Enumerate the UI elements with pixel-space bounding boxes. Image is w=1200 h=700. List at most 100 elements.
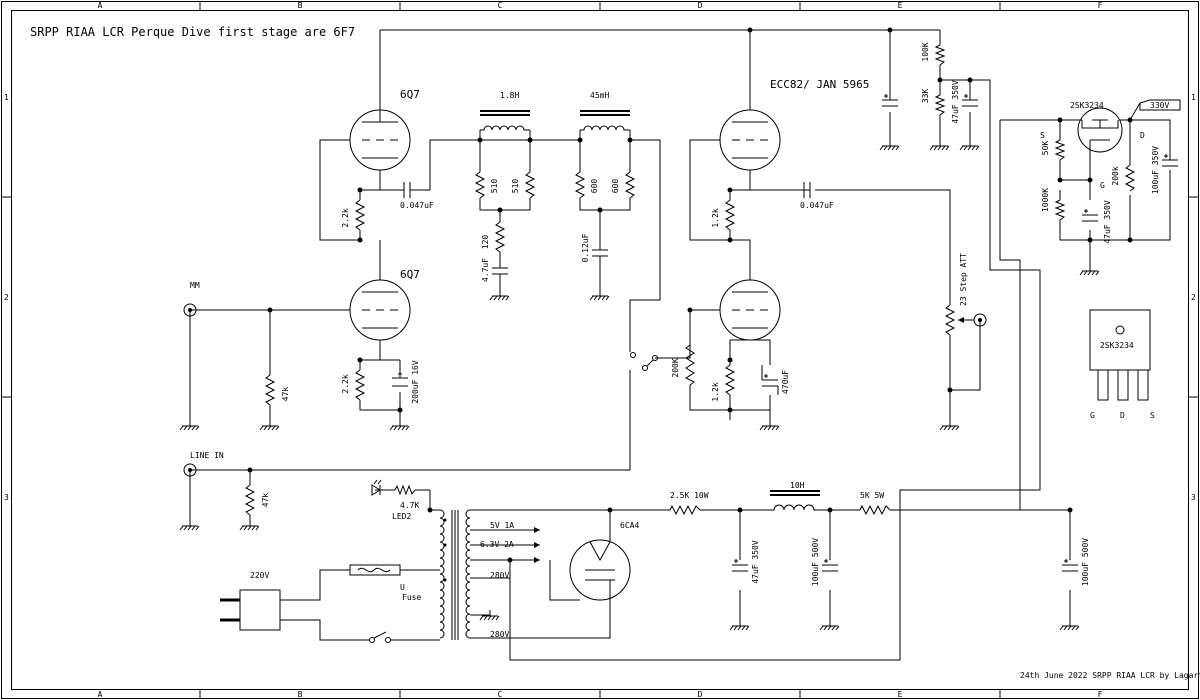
svg-text:MM: MM	[190, 281, 200, 290]
svg-text:0.12uF: 0.12uF	[581, 233, 590, 262]
svg-text:0.047uF: 0.047uF	[800, 201, 834, 210]
svg-text:Fuse: Fuse	[402, 593, 421, 602]
svg-text:50K: 50K	[1041, 141, 1050, 156]
svg-text:2.2k: 2.2k	[341, 208, 350, 227]
svg-text:2SK3234: 2SK3234	[1070, 101, 1104, 110]
svg-text:6.3V 2A: 6.3V 2A	[480, 540, 514, 549]
svg-text:1: 1	[1191, 93, 1196, 102]
svg-text:S: S	[1150, 411, 1155, 420]
svg-text:200uF 16V: 200uF 16V	[411, 360, 420, 404]
svg-text:F: F	[1098, 1, 1103, 10]
tube-v3: ECC82/ JAN 5965	[719, 78, 869, 171]
svg-text:100uF 350V: 100uF 350V	[1151, 146, 1160, 194]
svg-text:100uF 500V: 100uF 500V	[1081, 538, 1090, 586]
mains-plug: 220V	[220, 571, 281, 631]
svg-text:B: B	[298, 1, 303, 10]
svg-text:G: G	[1100, 181, 1105, 190]
wiring	[189, 29, 1171, 661]
capacitors	[392, 94, 1178, 572]
svg-text:47k: 47k	[261, 493, 270, 508]
svg-text:ECC82/ JAN 5965: ECC82/ JAN 5965	[770, 78, 869, 91]
svg-text:120: 120	[481, 235, 490, 250]
svg-text:100uF 500V: 100uF 500V	[811, 538, 820, 586]
border-labels: A B C D E F A B C D E F 1 2 3 1 2 3	[4, 1, 1196, 699]
svg-text:C: C	[498, 1, 503, 10]
svg-text:45mH: 45mH	[590, 91, 609, 100]
tube-v2: 6Q7	[349, 268, 420, 341]
svg-text:1.2k: 1.2k	[711, 382, 720, 401]
svg-text:5V 1A: 5V 1A	[490, 521, 514, 530]
svg-text:47uF 350V: 47uF 350V	[1103, 200, 1112, 244]
svg-text:4.7uF: 4.7uF	[481, 258, 490, 282]
svg-text:5K 5W: 5K 5W	[860, 491, 884, 500]
ground-leads	[729, 390, 951, 420]
svg-text:280V: 280V	[490, 630, 509, 639]
svg-text:4.7K: 4.7K	[400, 501, 419, 510]
mosfet-regulator: 2SK3234 S D G	[1040, 101, 1145, 190]
svg-text:6Q7: 6Q7	[400, 268, 420, 281]
svg-text:600: 600	[590, 179, 599, 194]
svg-text:F: F	[1098, 690, 1103, 699]
svg-text:D: D	[1120, 411, 1125, 420]
svg-text:1.8H: 1.8H	[500, 91, 519, 100]
svg-text:LINE IN: LINE IN	[190, 451, 224, 460]
svg-text:280V: 280V	[490, 571, 509, 580]
junction-dots	[247, 27, 1133, 582]
inductor-1-8h: 1.8H	[479, 91, 531, 140]
svg-text:A: A	[98, 1, 103, 10]
resistors	[244, 44, 1136, 516]
choke-10h: 10H	[770, 481, 820, 511]
mm-input-jack: MM	[183, 281, 200, 317]
svg-text:2.5K 10W: 2.5K 10W	[670, 491, 709, 500]
svg-text:220V: 220V	[250, 571, 269, 580]
power-led: 4.7K LED2	[371, 479, 419, 521]
power-switch	[369, 631, 391, 643]
svg-text:33K: 33K	[921, 89, 930, 104]
svg-text:100K: 100K	[921, 42, 930, 61]
stepped-attenuator: 23 Step ATT	[944, 253, 974, 336]
svg-text:510: 510	[511, 179, 520, 194]
svg-text:E: E	[898, 1, 903, 10]
component-labels: 0.047uF 0.047uF 2.2k 47k 2.2k 200uF 16V …	[261, 42, 1160, 586]
svg-text:D: D	[698, 690, 703, 699]
inductor-45mh: 45mH	[579, 91, 631, 140]
voltage-tag-330v: 330V	[1139, 99, 1181, 111]
svg-text:6CA4: 6CA4	[620, 521, 639, 530]
input-selector-switch	[630, 352, 658, 371]
svg-text:47uF 350V: 47uF 350V	[751, 540, 760, 584]
svg-text:47k: 47k	[281, 387, 290, 402]
svg-text:C: C	[498, 690, 503, 699]
svg-text:470uF: 470uF	[781, 370, 790, 394]
svg-text:2: 2	[1191, 293, 1196, 302]
svg-text:510: 510	[490, 179, 499, 194]
tube-v1: 6Q7	[349, 88, 420, 171]
svg-text:1000K: 1000K	[1041, 188, 1050, 212]
svg-text:D: D	[1140, 131, 1145, 140]
svg-text:B: B	[298, 690, 303, 699]
mosfet-package: 2SK3234 G D S	[1089, 309, 1155, 420]
svg-text:200K: 200K	[671, 358, 680, 377]
svg-text:3: 3	[1191, 493, 1196, 502]
schematic-footer: 24th June 2022 SRPP RIAA LCR by Lagarto	[1020, 671, 1200, 680]
svg-text:23 Step ATT: 23 Step ATT	[959, 253, 968, 306]
svg-text:1: 1	[4, 93, 9, 102]
line-input-jack: LINE IN	[183, 451, 224, 477]
svg-text:600: 600	[611, 179, 620, 194]
svg-text:2: 2	[4, 293, 9, 302]
svg-text:G: G	[1090, 411, 1095, 420]
svg-text:0.047uF: 0.047uF	[400, 201, 434, 210]
svg-text:47uF 350V: 47uF 350V	[951, 80, 960, 124]
svg-text:2.2k: 2.2k	[341, 374, 350, 393]
svg-text:1.2k: 1.2k	[711, 208, 720, 227]
svg-text:S: S	[1040, 131, 1045, 140]
fuse: U Fuse	[349, 564, 421, 602]
transformer: 5V 1A 6.3V 2A 280V 280V	[439, 509, 540, 640]
svg-text:200k: 200k	[1111, 166, 1120, 185]
svg-text:A: A	[98, 690, 103, 699]
tube-v4	[719, 279, 781, 341]
svg-text:3: 3	[4, 493, 9, 502]
svg-text:2SK3234: 2SK3234	[1100, 341, 1134, 350]
svg-text:330V: 330V	[1150, 101, 1169, 110]
